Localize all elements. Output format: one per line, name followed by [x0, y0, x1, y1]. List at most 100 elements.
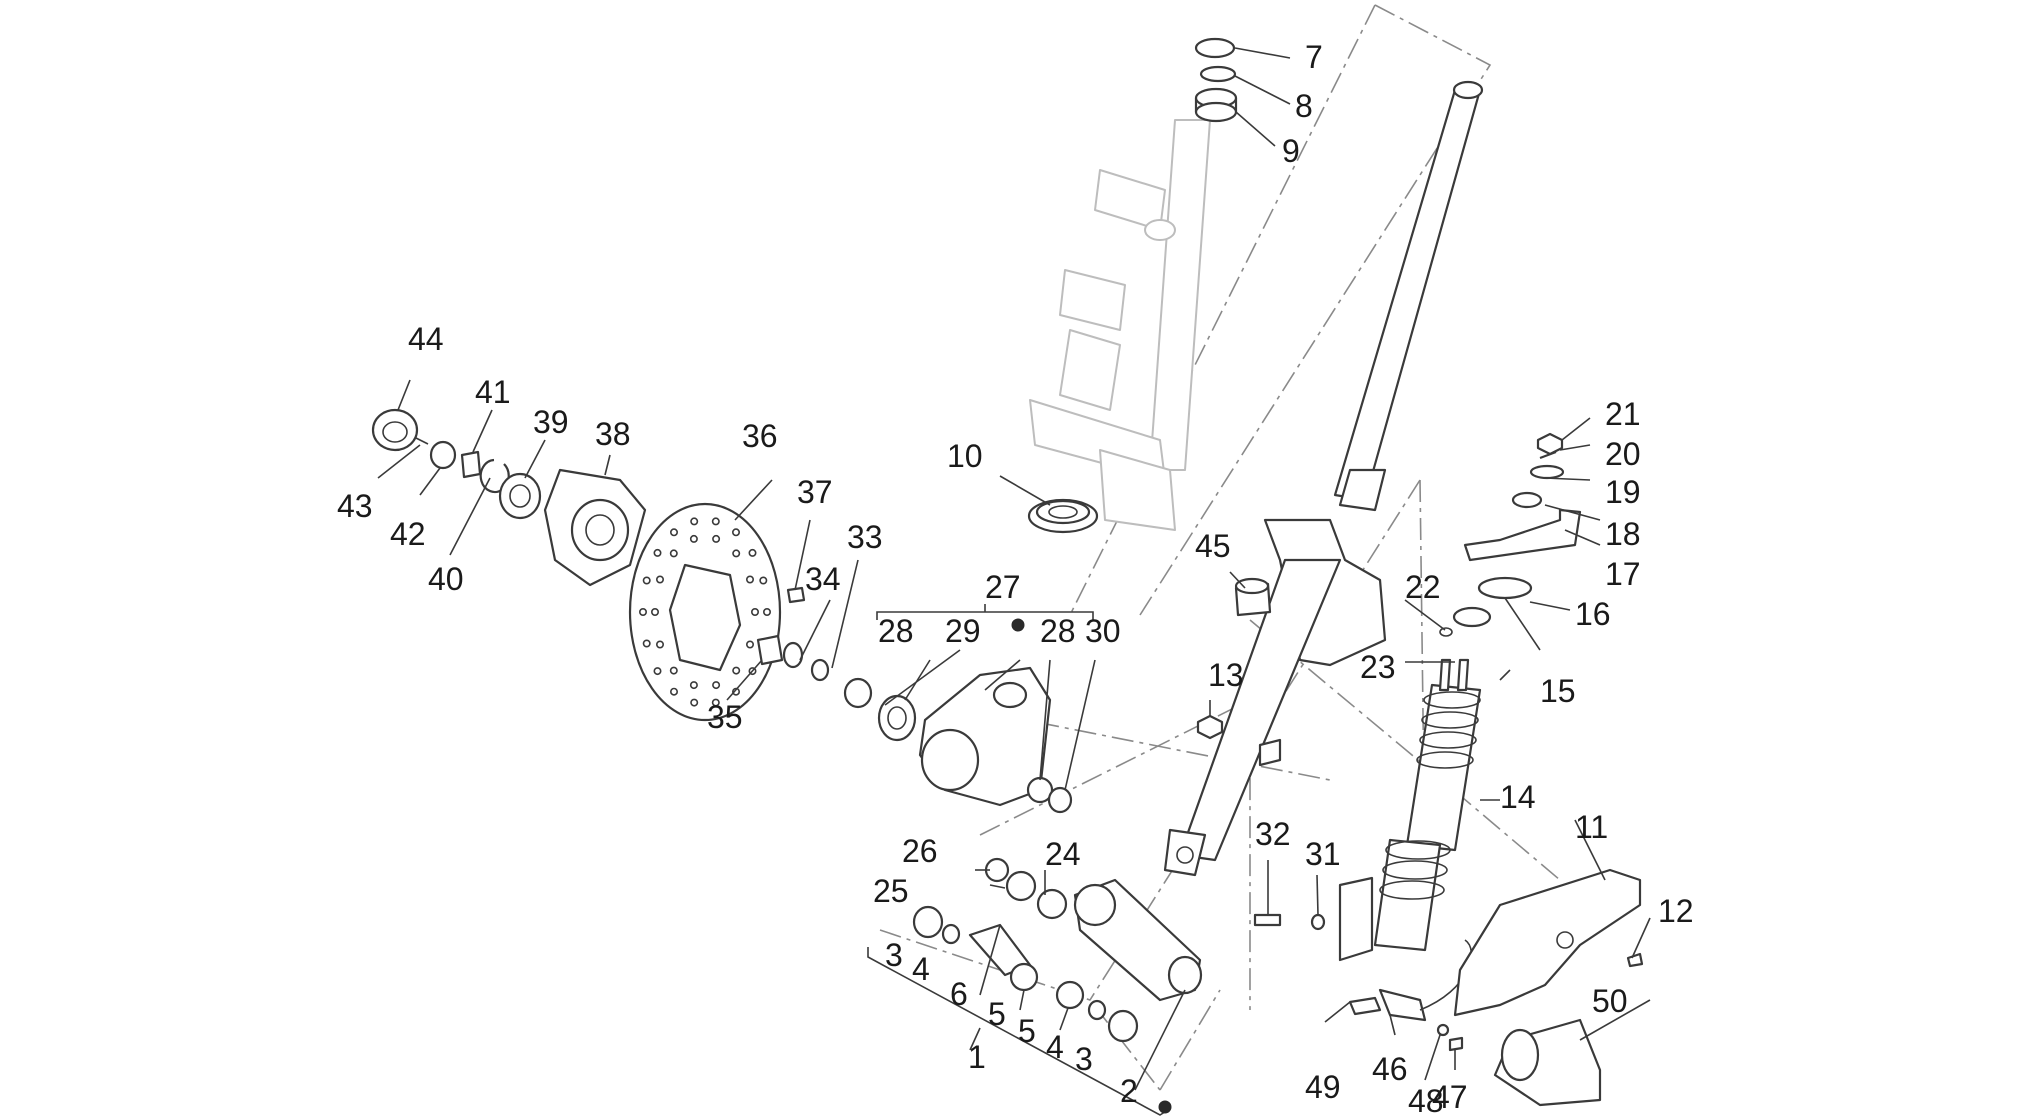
label-28-right: 28: [1040, 613, 1076, 649]
head-nut-set: [1194, 37, 1238, 123]
label-41: 41: [475, 374, 511, 410]
label-34: 34: [805, 561, 841, 597]
wheel-hub-parts: [371, 408, 647, 587]
label-35: 35: [707, 699, 743, 735]
disc-hole: [748, 548, 757, 557]
disc-hole: [638, 607, 647, 616]
label-6: 6: [950, 976, 968, 1012]
label-31: 31: [1305, 836, 1341, 872]
label-17: 17: [1605, 556, 1641, 592]
label-36: 36: [742, 418, 778, 454]
label-46: 46: [1372, 1051, 1408, 1087]
label-29: 29: [945, 613, 981, 649]
label-39: 39: [533, 404, 569, 440]
label-1: 1: [968, 1039, 986, 1075]
disc-hole: [650, 607, 659, 616]
label-33: 33: [847, 519, 883, 555]
reference-dot: [1158, 1100, 1172, 1114]
label-4-right: 4: [1046, 1029, 1064, 1065]
label-49: 49: [1305, 1069, 1341, 1105]
disc-hole: [690, 698, 699, 707]
label-27: 27: [985, 569, 1021, 605]
label-40: 40: [428, 561, 464, 597]
label-2: 2: [1120, 1073, 1138, 1109]
disc-hole: [732, 666, 741, 675]
label-45: 45: [1195, 528, 1231, 564]
label-9: 9: [1282, 133, 1300, 169]
bump-stop: [1234, 577, 1272, 617]
disc-hole: [759, 576, 768, 585]
disc-hole: [689, 681, 698, 690]
steering-tube: [1163, 80, 1484, 877]
label-23: 23: [1360, 649, 1396, 685]
label-15: 15: [1540, 673, 1576, 709]
disc-hole: [712, 534, 721, 543]
label-26: 26: [902, 833, 938, 869]
leader-lines: [377, 47, 1651, 1116]
disc-hole: [642, 576, 651, 585]
label-3-left: 3: [885, 937, 903, 973]
disc-hole: [745, 640, 754, 649]
label-13: 13: [1208, 657, 1244, 693]
label-47: 47: [1432, 1079, 1468, 1115]
label-32: 32: [1255, 816, 1291, 852]
label-3-right: 3: [1075, 1041, 1093, 1077]
label-21: 21: [1605, 396, 1641, 432]
label-4-left: 4: [912, 951, 930, 987]
label-5-right: 5: [1018, 1013, 1036, 1049]
shock-absorber: [1338, 658, 1482, 962]
nut-13: [1196, 714, 1224, 740]
disc-hole: [669, 687, 678, 696]
label-14: 14: [1500, 779, 1536, 815]
disc-hole: [642, 639, 651, 648]
label-18: 18: [1605, 516, 1641, 552]
disc-hole: [655, 640, 664, 649]
label-42: 42: [390, 516, 426, 552]
disc-hole: [712, 681, 721, 690]
disc-hole: [653, 548, 662, 557]
label-37: 37: [797, 474, 833, 510]
label-44: 44: [408, 321, 444, 357]
label-24: 24: [1045, 836, 1081, 872]
label-7: 7: [1305, 39, 1323, 75]
label-16: 16: [1575, 596, 1611, 632]
disc-hole: [669, 549, 678, 558]
label-5-left: 5: [988, 996, 1006, 1032]
label-25: 25: [873, 873, 909, 909]
label-50: 50: [1592, 983, 1628, 1019]
disc-hole: [689, 534, 698, 543]
disc-hole: [690, 517, 699, 526]
disc-hole: [762, 607, 771, 616]
steering-column-ghost: [1029, 119, 1211, 531]
brake-disc: [628, 502, 782, 722]
label-28-left: 28: [878, 613, 914, 649]
disc-hole: [731, 528, 740, 537]
disc-hole: [669, 666, 678, 675]
bearing-seat: [1027, 498, 1099, 534]
fork-cover: [1453, 868, 1644, 1107]
label-30: 30: [1085, 613, 1121, 649]
label-10: 10: [947, 438, 983, 474]
label-19: 19: [1605, 474, 1641, 510]
screw-washer: [1253, 913, 1326, 931]
label-43: 43: [337, 488, 373, 524]
brake-caliper: [918, 666, 1073, 814]
disc-hole: [711, 698, 720, 707]
label-38: 38: [595, 416, 631, 452]
reference-dot: [1011, 618, 1025, 632]
disc-hole: [669, 528, 678, 537]
speedometer-drive: [1348, 939, 1473, 1052]
disc-hole: [711, 517, 720, 526]
label-20: 20: [1605, 436, 1641, 472]
disc-hole: [750, 607, 759, 616]
swing-arm: [912, 857, 1203, 1043]
label-12: 12: [1658, 893, 1694, 929]
disc-hole: [732, 549, 741, 558]
shock-top-mount: [1439, 432, 1582, 637]
label-48: 48: [1408, 1083, 1444, 1118]
label-11: 11: [1575, 809, 1608, 845]
disc-hole: [745, 575, 754, 584]
caliper-small-parts: [756, 586, 917, 742]
label-22: 22: [1405, 569, 1441, 605]
